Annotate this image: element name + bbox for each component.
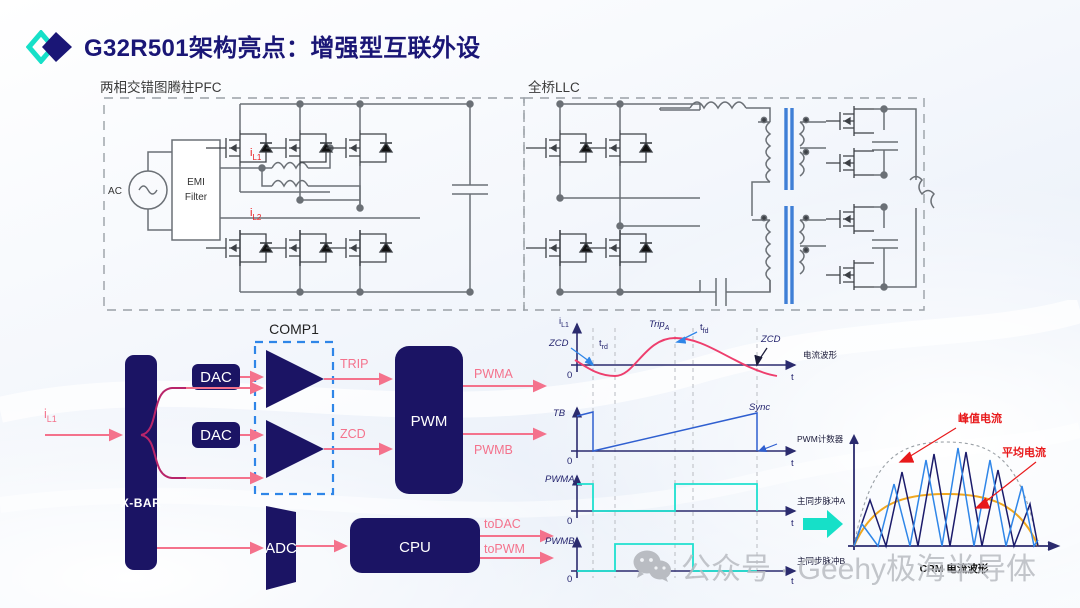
- emi-filter-label-2: Filter: [185, 192, 208, 203]
- row4-caption: 主同步脉冲B: [797, 556, 845, 566]
- pwm-block: [395, 346, 463, 494]
- xbar-label: X-BAR: [121, 496, 162, 510]
- page-title: G32R501架构亮点：增强型互联外设: [84, 35, 481, 62]
- trd-label: trd: [599, 338, 608, 351]
- row2-zero: 0: [567, 456, 572, 467]
- current-waveform-curve: [574, 337, 778, 377]
- row3-zero: 0: [567, 516, 572, 527]
- dac2-block: [192, 422, 240, 448]
- sync-label: Sync: [749, 402, 770, 413]
- row3-time: t: [791, 518, 794, 529]
- zcd-signal-label: ZCD: [340, 427, 366, 441]
- dac2-label: DAC: [200, 427, 232, 444]
- sync-pointer: [757, 443, 778, 452]
- xbar-cross-upper: [140, 387, 186, 436]
- topwm-signal-label: toPWM: [484, 542, 525, 556]
- comparator-1-icon: [266, 350, 324, 408]
- tfd-label: tfd: [700, 322, 709, 335]
- geehy-diamond-logo: [26, 30, 72, 64]
- emi-filter-block: [171, 139, 221, 241]
- phase-b-ripple: [853, 447, 1039, 548]
- timing-waveform-diagram: ZCD ZCD trd tfd TripA iL1 0 t 电流波形 TB Sy…: [545, 316, 845, 587]
- average-current-curve: [853, 492, 1039, 547]
- comp1-label: COMP1: [269, 321, 319, 337]
- pwm-label: PWM: [411, 413, 448, 430]
- cpu-label: CPU: [399, 539, 431, 556]
- cpu-block: [350, 518, 480, 573]
- row2-time: t: [791, 458, 794, 469]
- pfc-section-label: 两相交错图腾柱PFC: [100, 80, 222, 95]
- xbar-block: [125, 355, 157, 570]
- row3-caption: 主同步脉冲A: [797, 496, 845, 506]
- trip-label: TripA: [649, 319, 670, 332]
- pwmb-pulse-waveform: [577, 543, 757, 572]
- crm-current-chart: 峰值电流 平均电流 CRM 电流波形: [848, 411, 1061, 575]
- slide-header: G32R501架构亮点：增强型互联外设: [0, 0, 1080, 72]
- adc-label: ADC: [265, 540, 297, 557]
- trip-signal-label: TRIP: [340, 357, 368, 371]
- pfc-mosfet-array: [206, 130, 394, 266]
- il1-input-label: iL1: [44, 407, 57, 424]
- ac-source-label: AC: [108, 186, 122, 197]
- transformer-pair: [751, 116, 826, 292]
- comp1-group-box: [253, 340, 335, 496]
- average-current-label: 平均电流: [1002, 445, 1046, 459]
- todac-signal-label: toDAC: [484, 517, 521, 531]
- row2-caption: PWM计数器: [797, 434, 844, 444]
- dac1-block: [192, 364, 240, 390]
- comparator-2-icon: [266, 420, 324, 478]
- adc-block: [266, 506, 296, 590]
- llc-boundary: [523, 97, 925, 311]
- pwma-signal-label: PWMA: [474, 367, 514, 381]
- row1-caption: 电流波形: [803, 350, 838, 360]
- row4-zero: 0: [567, 574, 572, 585]
- llc-mosfet-array: [526, 130, 654, 266]
- row3-axis-label: PWMA: [545, 474, 575, 485]
- row4-axis-label: PWMB: [545, 536, 575, 547]
- zcd-right-label: ZCD: [760, 334, 781, 345]
- dac1-label: DAC: [200, 369, 232, 386]
- row1-axis-label: iL1: [559, 316, 569, 329]
- crm-caption: CRM 电流波形: [920, 562, 989, 575]
- power-circuit-diagram: AC EMI Filter iL1 iL2: [103, 97, 935, 311]
- il2-circuit-label: iL2: [250, 207, 262, 222]
- emi-filter-label-1: EMI: [187, 177, 205, 188]
- tb-counter-ramp: [576, 411, 758, 452]
- flow-arrow-to-crm: [803, 510, 843, 538]
- peak-annotation-arrow: [903, 427, 957, 461]
- pfc-boundary: [103, 97, 525, 311]
- llc-section-label: 全桥LLC: [528, 80, 580, 95]
- peripheral-block-diagram: COMP1 X-BAR DAC DAC ADC PWM CPU iL1 TRIP…: [44, 321, 554, 590]
- transformer-core: [784, 108, 794, 304]
- zcd-left-label: ZCD: [548, 338, 569, 349]
- row2-axis-label: TB: [553, 408, 566, 419]
- sync-rectifier-array: [826, 106, 874, 290]
- pwmb-signal-label: PWMB: [474, 443, 513, 457]
- phase-a-ripple: [853, 451, 1039, 549]
- row1-time: t: [791, 372, 794, 383]
- row1-zero: 0: [567, 370, 572, 381]
- pwma-pulse-waveform: [577, 483, 758, 512]
- avg-annotation-arrow: [979, 461, 1037, 507]
- peak-current-label: 峰值电流: [958, 411, 1002, 425]
- xbar-cross-lower: [140, 434, 186, 479]
- row4-time: t: [791, 576, 794, 587]
- il1-circuit-label: iL1: [250, 147, 262, 162]
